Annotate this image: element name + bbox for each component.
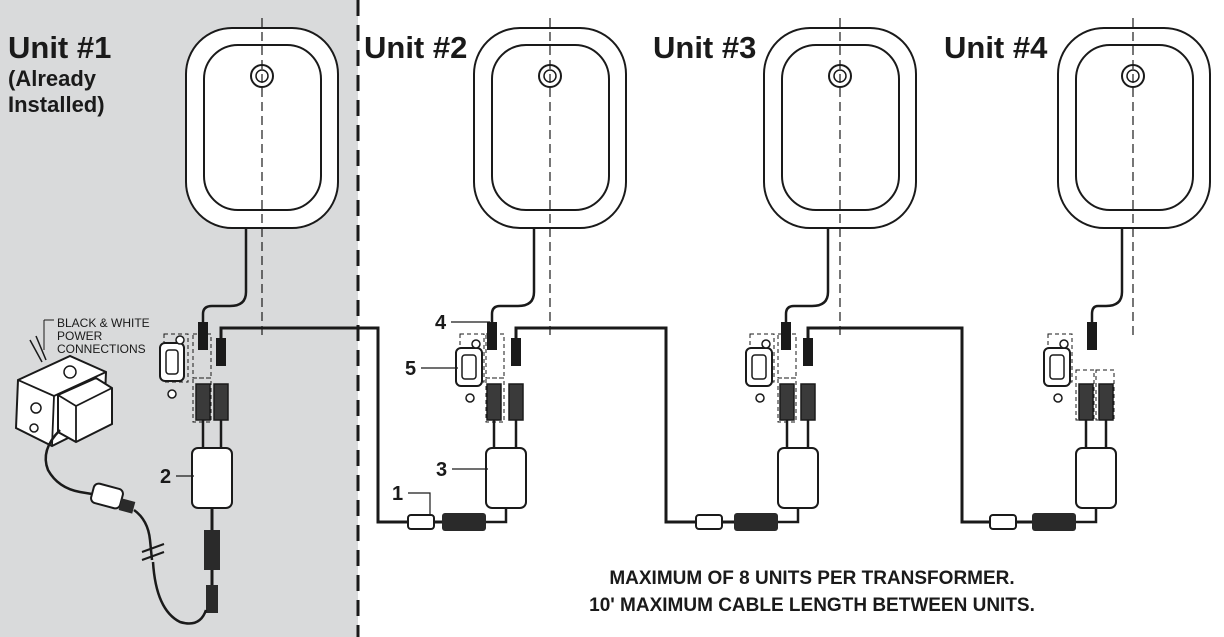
unit-4-splitter [1075, 447, 1117, 509]
unit-3-connector-b [803, 338, 813, 366]
unit-1-connector-b [216, 338, 226, 366]
unit-3 [695, 18, 990, 531]
callout-5: 5 [405, 358, 416, 380]
power-leads [29, 335, 47, 363]
unit-2 [407, 18, 696, 531]
power-label-line1: BLACK & WHITE [57, 316, 150, 330]
unit-4-faceplate [1075, 44, 1194, 211]
unit-2-title: Unit #2 [364, 30, 467, 65]
link-cable-1-2 [219, 326, 408, 524]
unit-3-faceplate [781, 44, 900, 211]
callout-1: 1 [392, 483, 403, 505]
transformer-cord [44, 429, 105, 498]
unit-1 [159, 18, 408, 613]
note-line-1: MAXIMUM OF 8 UNITS PER TRANSFORMER. [609, 568, 1014, 589]
unit-4-connector-a [1087, 322, 1097, 350]
callout-3: 3 [436, 459, 447, 481]
unit-3-inline-plug [734, 513, 778, 531]
unit-3-cord [784, 228, 830, 322]
unit-1-connector-a [198, 322, 208, 350]
transformer-assembly [14, 319, 208, 625]
callout-1-leader [408, 492, 431, 516]
unit-1-cord [201, 228, 248, 322]
callout-4: 4 [435, 312, 447, 334]
power-label-line3: CONNECTIONS [57, 342, 146, 356]
note-line-2: 10' MAXIMUM CABLE LENGTH BETWEEN UNITS. [589, 595, 1035, 616]
unit-2-faceplate [491, 44, 610, 211]
unit-2-inline-plug [442, 513, 486, 531]
power-label-line2: POWER [57, 329, 103, 343]
callout-2: 2 [160, 466, 171, 488]
unit-1-plug [204, 530, 220, 570]
unit-2-connector-a [487, 322, 497, 350]
unit-2-splitter [485, 447, 527, 509]
unit-2-connector-b [511, 338, 521, 366]
transformer-feed [133, 508, 154, 561]
unit-1-splitter [191, 447, 233, 509]
unit-4-inline-plug [1032, 513, 1076, 531]
unit-3-title: Unit #3 [653, 30, 756, 65]
link-cable-3-4 [806, 326, 990, 524]
unit-1-subtitle-line2: Installed) [8, 92, 105, 117]
link-cable-2-3 [514, 326, 696, 524]
unit-2-cord [490, 228, 536, 322]
unit-4-cord [1090, 228, 1124, 322]
unit-1-subtitle-line1: (Already [8, 66, 97, 91]
unit-4 [989, 18, 1211, 531]
unit-1-title: Unit #1 [8, 30, 111, 65]
unit-3-connector-a [781, 322, 791, 350]
unit-1-faceplate [203, 44, 322, 211]
unit-4-title: Unit #4 [944, 30, 1048, 65]
unit-3-splitter [777, 447, 819, 509]
